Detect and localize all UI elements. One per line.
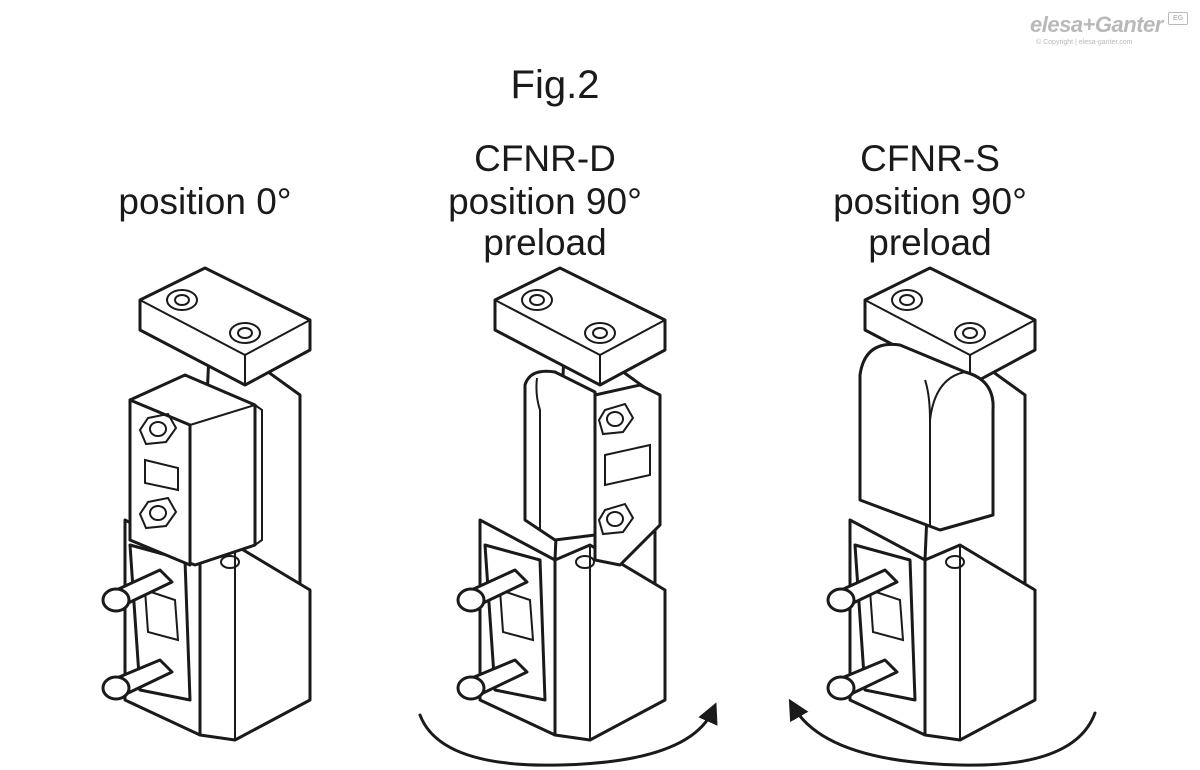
panel-right-label-line-1: CFNR-S <box>860 138 1000 179</box>
panel-middle-label-line-2: position 90° <box>448 181 642 222</box>
hinge-cfnr-d-90 <box>456 266 667 742</box>
figure-title: Fig.2 <box>510 63 600 107</box>
panel-left-label-line-1: position 0° <box>118 181 292 222</box>
panel-right-label-line-2: position 90° <box>833 181 1027 222</box>
rotation-arrow-clockwise <box>418 702 718 767</box>
brand-logo: elesa+Ganter EG © Copyright | elesa-gant… <box>1030 12 1190 52</box>
panel-middle-label-line-3: preload <box>483 222 607 263</box>
brand-badge: EG <box>1168 12 1188 25</box>
hinge-position-0 <box>101 266 312 742</box>
hinge-cfnr-s-90 <box>826 266 1037 742</box>
panel-middle-label-line-1: CFNR-D <box>474 138 616 179</box>
copyright-text: © Copyright | elesa-ganter.com <box>1036 39 1133 46</box>
panel-right-label-line-3: preload <box>868 222 992 263</box>
rotation-arrow-counterclockwise <box>788 698 1097 767</box>
brand-name: elesa+Ganter <box>1030 12 1163 37</box>
